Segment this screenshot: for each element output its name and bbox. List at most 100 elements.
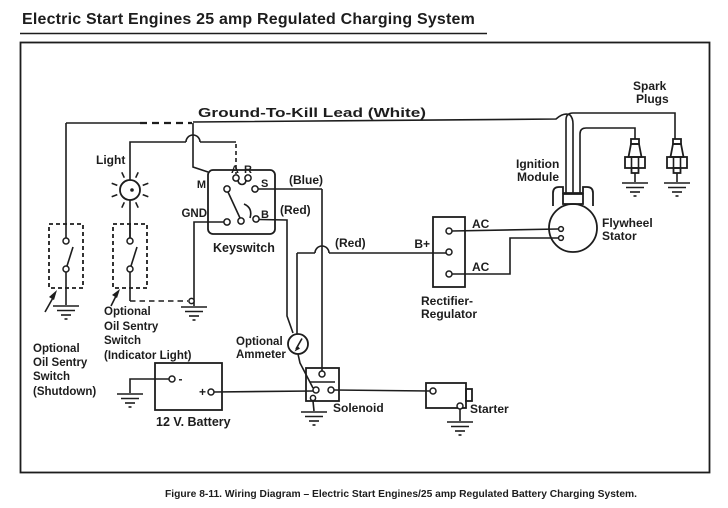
solenoid-ground-wire [312,400,315,412]
oil-shutdown-label-3: Switch [33,371,70,383]
ac-top-label: AC [472,217,490,231]
terminal-m-label: M [197,179,206,191]
terminal-s [251,185,259,193]
diagram-border [19,41,711,474]
solenoid-to-starter-wire [333,389,431,392]
wire-crossover [314,245,330,254]
keyswitch: A R M S GND B Keyswitch [181,164,276,255]
keyswitch-ar-link [237,179,247,186]
keyswitch-body [207,169,276,235]
spark-plug-icon [622,139,648,196]
terminal-gnd [223,218,231,226]
ignition-module-core [562,193,584,205]
ammeter-needle-tip [294,345,300,352]
kill-lead-wire-right [192,113,574,194]
rectifier-ac-terminal-bottom [445,270,453,278]
light-label: Light [96,153,125,167]
oil-sentry-switch-indicator: Optional Oil Sentry Switch (Indicator Li… [104,223,192,362]
starter-terminal [429,387,437,395]
oil-indicator-label-2: Oil Sentry [104,321,159,333]
ground-to-kill-label: Ground-To-Kill Lead (White) [198,106,426,120]
oil-switch-icon [48,223,84,289]
ground-symbol [300,411,328,426]
battery-neg-label: - [179,372,183,386]
kill-to-keyswitch-wire [192,123,209,173]
blue-wire: (Blue) [258,173,323,371]
ground-symbol [446,421,474,436]
solenoid-ground-terminal [309,394,317,402]
oil-indicator-label-3: Switch [104,335,141,347]
terminal-m [223,185,231,193]
oil-indicator-label-1: Optional [104,306,151,318]
oil-shutdown-label-4: (Shutdown) [33,386,96,398]
red-wire-bplus: (Red) B+ [296,236,446,334]
terminal-b [252,215,260,223]
arrowhead-icon [112,289,120,298]
rectifier-label-1: Rectifier- [421,294,473,308]
ground-to-kill-lead: Ground-To-Kill Lead (White) [66,106,574,194]
terminal-r [244,174,252,182]
rectifier-body [432,216,466,288]
ignition-module-label-1: Ignition [516,157,559,171]
solenoid: Solenoid [300,367,384,426]
spark-plugs-label-2: Plugs [636,92,669,106]
red-wire-bplus-label: (Red) [335,236,366,250]
red-wire-b-label: (Red) [280,203,311,217]
stator-terminal-1 [557,225,565,233]
keyswitch-gnd-wire [193,221,224,306]
bplus-label: B+ [414,237,430,251]
ammeter-label-1: Optional [236,336,283,348]
keyswitch-lever [227,191,241,219]
oil-switch-icon [112,223,148,289]
flywheel-stator: Flywheel Stator [557,216,653,243]
keyswitch-rotation-arc [243,203,252,219]
lever-contact [237,217,245,225]
terminal-r-label: R [244,164,252,176]
light-wire [129,141,186,241]
light-rays-icon [111,171,149,209]
b-wire [258,218,294,334]
keyswitch-label: Keyswitch [213,241,275,255]
spark-plugs: Spark Plugs [622,79,690,196]
battery: - + 12 V. Battery [116,362,314,429]
terminal-b-label: B [261,209,269,221]
battery-pos-label: + [199,385,206,399]
rectifier-bplus-terminal [445,248,453,256]
ac-wire-bottom [452,237,558,275]
stator-label-2: Stator [602,229,637,243]
optional-ammeter: Optional Ammeter [236,333,314,389]
battery-pos-terminal [207,388,215,396]
stator-terminal-2 [557,234,565,242]
ac-bottom-label: AC [472,260,490,274]
ground-symbol [52,305,80,320]
starter-shaft [465,388,473,402]
ignition-module-label-2: Module [517,170,559,184]
flywheel-stator-body [548,203,598,253]
red-wire-b: (Red) [258,203,311,334]
battery-label: 12 V. Battery [156,415,231,429]
plug-wire-right [565,112,676,194]
light: Light [96,134,237,241]
rectifier-label-2: Regulator [421,307,477,321]
rectifier-ac-terminal-top [445,227,453,235]
rectifier-regulator: AC AC Rectifier- Regulator [421,216,559,321]
starter-label: Starter [470,402,509,416]
page-title: Electric Start Engines 25 amp Regulated … [22,11,475,28]
gnd-junction-terminal [188,297,195,305]
spark-plug-icon [664,139,690,196]
terminal-a-label: A [231,164,239,176]
battery-pos-wire [213,390,314,393]
plug-wire-left [579,127,636,194]
ammeter-label-2: Ammeter [236,349,286,361]
starter: Starter [333,382,509,436]
oil-shutdown-label-1: Optional [33,343,80,355]
solenoid-label: Solenoid [333,401,384,415]
light-bulb-icon [119,179,141,201]
ac-wire-top [451,228,559,232]
terminal-s-label: S [261,178,268,190]
battery-neg-terminal [168,375,176,383]
solenoid-body [305,367,340,402]
solenoid-starter-terminal [327,386,335,394]
